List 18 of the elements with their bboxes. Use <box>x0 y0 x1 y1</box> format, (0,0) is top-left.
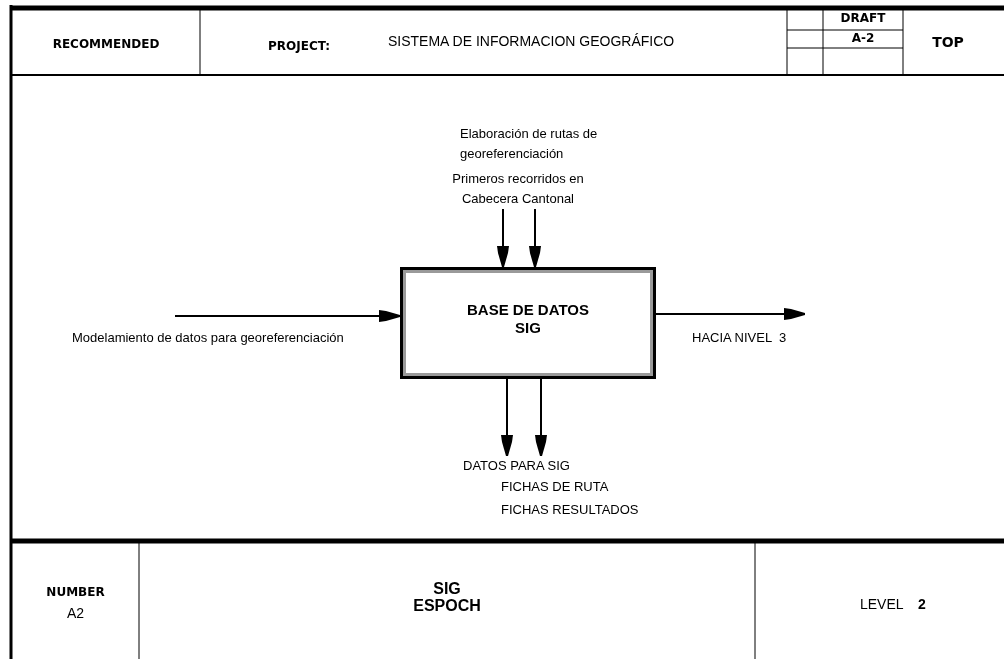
field-label: LEVEL <box>860 595 905 614</box>
draft-number: A-2 <box>850 30 876 46</box>
output-label: DATOS PARA SIG <box>463 456 588 476</box>
field-label: PROJECT: <box>268 38 332 55</box>
box-title: BASE DE DATOS SIG <box>466 301 590 337</box>
output-label: FICHAS DE RUTA <box>501 477 621 497</box>
process-box <box>400 267 656 379</box>
control-label: Elaboración de rutas de georeferenciación <box>460 124 635 164</box>
field-label: DRAFT <box>839 10 887 26</box>
output-label: FICHAS RESULTADOS <box>501 500 651 520</box>
node-number: A2 <box>65 604 86 623</box>
level-number: 2 <box>918 595 927 614</box>
control-label: Primeros recorridos en Cabecera Cantonal <box>443 169 593 209</box>
field-label: NUMBER <box>45 584 106 601</box>
project-name: SISTEMA DE INFORMACION GEOGRÁFICO <box>388 32 676 51</box>
title-block-text: SIG ESPOCH <box>412 580 482 614</box>
header-field: TOP <box>903 32 993 52</box>
header-field: RECOMMENDED <box>12 34 200 54</box>
